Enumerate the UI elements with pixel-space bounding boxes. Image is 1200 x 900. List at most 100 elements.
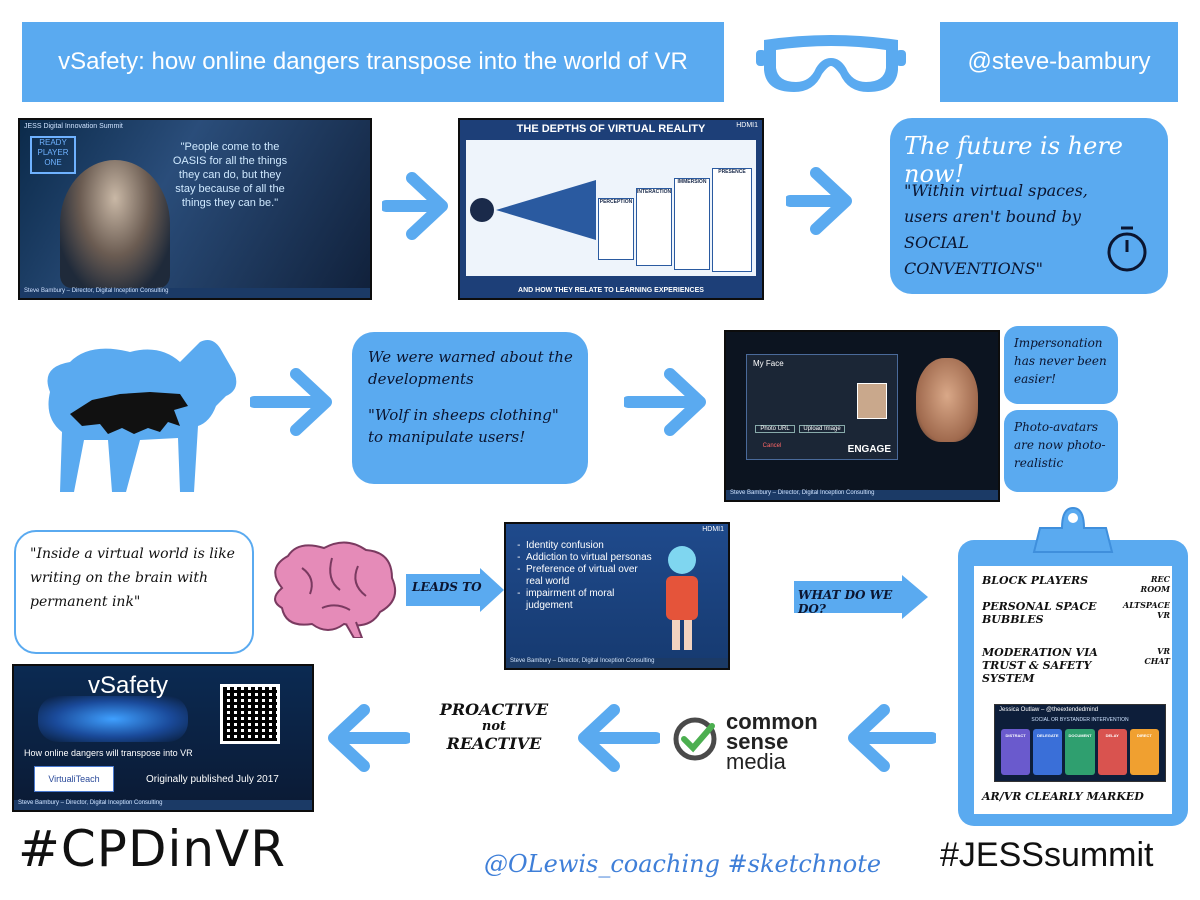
- depth-diagram: PERCEPTION INTERACTION IMMERSION PRESENC…: [466, 140, 756, 276]
- hdmi-label: HDMI1: [736, 122, 758, 129]
- arrow-right-icon: [382, 172, 448, 240]
- depth-cone: [470, 180, 596, 240]
- stage-immersion: IMMERSION: [674, 178, 710, 270]
- slide-footer: Steve Bambury – Director, Digital Incept…: [726, 490, 998, 500]
- vsafety-subtitle: How online dangers will transpose into V…: [24, 748, 193, 758]
- warning-line2: "Wolf in sheeps clothing" to manipulate …: [368, 406, 559, 446]
- photo-avatar-text: Photo-avatars are now photo-realistic: [1014, 420, 1106, 470]
- leads-to-label: LEADS TO: [412, 580, 482, 594]
- stage-interaction: INTERACTION: [636, 188, 672, 266]
- impersonation-text: Impersonation has never been easier!: [1014, 336, 1107, 386]
- goggles-photo: [38, 696, 188, 742]
- action-item: BLOCK PLAYERS REC ROOM: [982, 574, 1170, 594]
- photo-avatar-note: Photo-avatars are now photo-realistic: [1004, 410, 1118, 492]
- brain-quote-note: "Inside a virtual world is like writing …: [14, 530, 254, 654]
- action-tag: VR CHAT: [1144, 646, 1170, 666]
- action-tag: REC ROOM: [1140, 574, 1170, 594]
- sketchnote-credit: @OLewis_coaching #sketchnote: [484, 850, 882, 878]
- arrow-right-icon: [624, 368, 706, 436]
- arrow-right-icon: [250, 368, 332, 436]
- what-do-we-do-label: WHAT DO WE DO?: [798, 588, 893, 616]
- anime-avatar: [656, 546, 708, 654]
- not-text: not: [481, 719, 507, 734]
- slide-footer: Steve Bambury – Director, Digital Incept…: [20, 288, 370, 298]
- cancel-button[interactable]: Cancel: [762, 443, 782, 449]
- dangers-list: Identity confusion Addiction to virtual …: [510, 540, 654, 612]
- virtualiteach-logo: VirtualiTeach: [34, 766, 114, 792]
- action-item: MODERATION VIA TRUST & SAFETY SYSTEM VR …: [982, 646, 1170, 685]
- leads-to-arrow-icon: [406, 568, 504, 612]
- vsafety-title-slide: vSafety How online dangers will transpos…: [12, 664, 314, 812]
- page-title: vSafety: how online dangers transpose in…: [58, 48, 688, 75]
- depths-of-vr-slide: THE DEPTHS OF VIRTUAL REALITY HDMI1 PERC…: [458, 118, 764, 300]
- avatar-thumbnail: [857, 383, 887, 419]
- warning-line1: We were warned about the developments: [368, 348, 573, 388]
- vsafety-title: vSafety: [88, 672, 169, 699]
- reactive-text: REACTIVE: [446, 734, 542, 753]
- what-do-we-do-arrow-icon: [794, 575, 928, 619]
- dangers-list-slide: HDMI1 Identity confusion Addiction to vi…: [504, 522, 730, 670]
- list-item: Addiction to virtual personas: [526, 552, 654, 564]
- proactive-note: PROACTIVE not REACTIVE: [424, 700, 564, 753]
- action-item-last: AR/VR CLEARLY MARKED: [982, 790, 1144, 803]
- title-banner: vSafety: how online dangers transpose in…: [22, 22, 724, 102]
- bystander-cards: DISTRACT DELEGATE DOCUMENT DELAY DIRECT: [1001, 729, 1160, 775]
- csm-sense: sense: [726, 729, 789, 754]
- arrow-left-icon: [578, 704, 660, 772]
- slide-footer: Steve Bambury – Director, Digital Incept…: [14, 800, 312, 810]
- arrow-right-icon: [786, 167, 852, 235]
- jess-summit-hashtag: #JESSsummit: [940, 836, 1154, 874]
- stage-perception: PERCEPTION: [598, 198, 634, 260]
- engage-brand: ENGAGE: [847, 444, 891, 455]
- action-text: MODERATION VIA TRUST & SAFETY SYSTEM: [982, 646, 1098, 685]
- action-item: PERSONAL SPACE BUBBLES ALTSPACE VR: [982, 600, 1170, 626]
- bystander-caption: Jessica Outlaw – @theextendedmind: [999, 707, 1099, 713]
- qr-code: [220, 684, 280, 744]
- bystander-title: SOCIAL OR BYSTANDER INTERVENTION: [1031, 717, 1129, 723]
- action-text: PERSONAL SPACE BUBBLES: [982, 600, 1097, 626]
- avatar-head: [916, 358, 978, 442]
- future-body: "Within virtual spaces, users aren't bou…: [904, 181, 1088, 278]
- list-item: Identity confusion: [526, 540, 654, 552]
- list-item: Preference of virtual over real world: [526, 564, 654, 588]
- proactive-text: PROACTIVE: [439, 700, 549, 719]
- hdmi-label: HDMI1: [702, 526, 724, 533]
- arrow-left-icon: [848, 704, 936, 772]
- character-silhouette: [60, 160, 170, 288]
- clipboard: BLOCK PLAYERS REC ROOM PERSONAL SPACE BU…: [958, 540, 1188, 826]
- clipboard-paper: BLOCK PLAYERS REC ROOM PERSONAL SPACE BU…: [974, 566, 1172, 814]
- action-text: BLOCK PLAYERS: [982, 574, 1089, 587]
- action-tag: ALTSPACE VR: [1122, 600, 1170, 620]
- impersonation-note: Impersonation has never been easier!: [1004, 326, 1118, 404]
- oasis-quote: "People come to the OASIS for all the th…: [172, 141, 288, 209]
- wolf-in-sheep-icon: [47, 340, 237, 492]
- stage-presence: PRESENCE: [712, 168, 752, 272]
- csm-common: common: [726, 709, 818, 734]
- depth-slide-footer: AND HOW THEY RELATE TO LEARNING EXPERIEN…: [518, 287, 704, 294]
- engage-panel: My Face Photo URL Upload Image Cancel EN…: [746, 354, 898, 460]
- list-item: impairment of moral judgement: [526, 588, 654, 612]
- future-note: The future is here now! "Within virtual …: [890, 118, 1168, 294]
- author-handle: @steve-bambury: [967, 48, 1151, 75]
- bystander-card: DOCUMENT: [1065, 729, 1095, 775]
- brain-icon: [274, 541, 396, 638]
- arrow-left-icon: [328, 704, 410, 772]
- bystander-card: DISTRACT: [1001, 729, 1031, 775]
- common-sense-media-logo: common sense media: [672, 709, 832, 784]
- warning-note: We were warned about the developments "W…: [352, 332, 588, 484]
- engage-avatar-slide: My Face Photo URL Upload Image Cancel EN…: [724, 330, 1000, 502]
- photo-url-button[interactable]: Photo URL: [755, 425, 795, 433]
- handle-banner: @steve-bambury: [940, 22, 1178, 102]
- bystander-card: DELEGATE: [1033, 729, 1063, 775]
- cpd-in-vr-hashtag: #CPDinVR: [18, 820, 286, 878]
- vr-goggles-icon: [756, 35, 906, 92]
- bystander-card: DELAY: [1097, 729, 1127, 775]
- future-heading: The future is here now!: [904, 132, 1123, 188]
- upload-image-button[interactable]: Upload Image: [799, 425, 845, 433]
- clipboard-clip-icon: [1032, 506, 1114, 553]
- csm-media: media: [726, 749, 786, 774]
- bystander-slide: Jessica Outlaw – @theextendedmind SOCIAL…: [994, 704, 1166, 782]
- published-date: Originally published July 2017: [146, 774, 279, 785]
